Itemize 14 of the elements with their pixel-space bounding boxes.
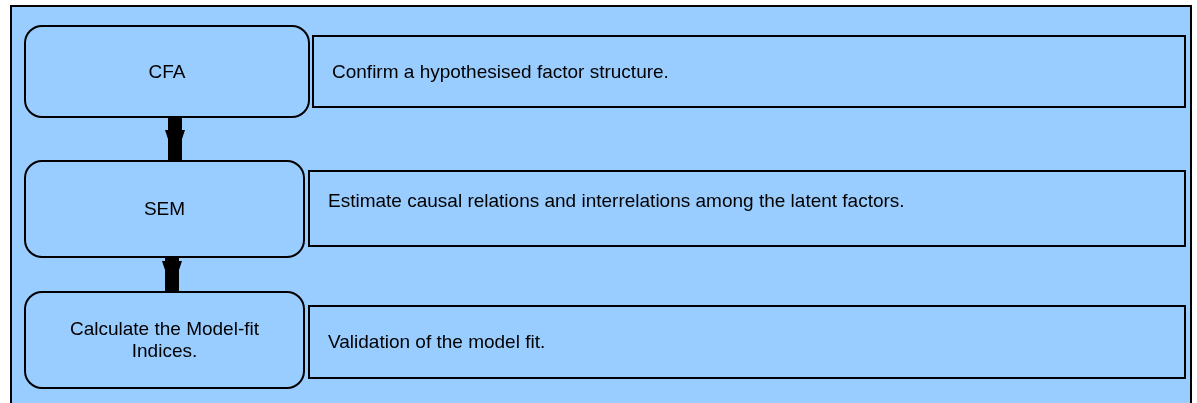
node-text: Confirm a hypothesised factor structure.: [332, 60, 669, 83]
node-text: Estimate causal relations and interrelations among the latent factors.: [328, 190, 905, 212]
node-text: Validation of the model fit.: [328, 331, 546, 353]
node-text: SEM: [143, 198, 186, 220]
description-box: [308, 305, 1186, 379]
process-box: [24, 291, 305, 389]
process-box: [24, 25, 310, 118]
arrow: [165, 118, 185, 160]
arrow: [162, 258, 182, 291]
description-box: [312, 35, 1186, 108]
node-text: CFA: [148, 60, 186, 83]
node-text: Calculate the Model-fit Indices.: [68, 318, 260, 362]
description-box: [308, 170, 1186, 247]
process-box: [24, 160, 305, 258]
